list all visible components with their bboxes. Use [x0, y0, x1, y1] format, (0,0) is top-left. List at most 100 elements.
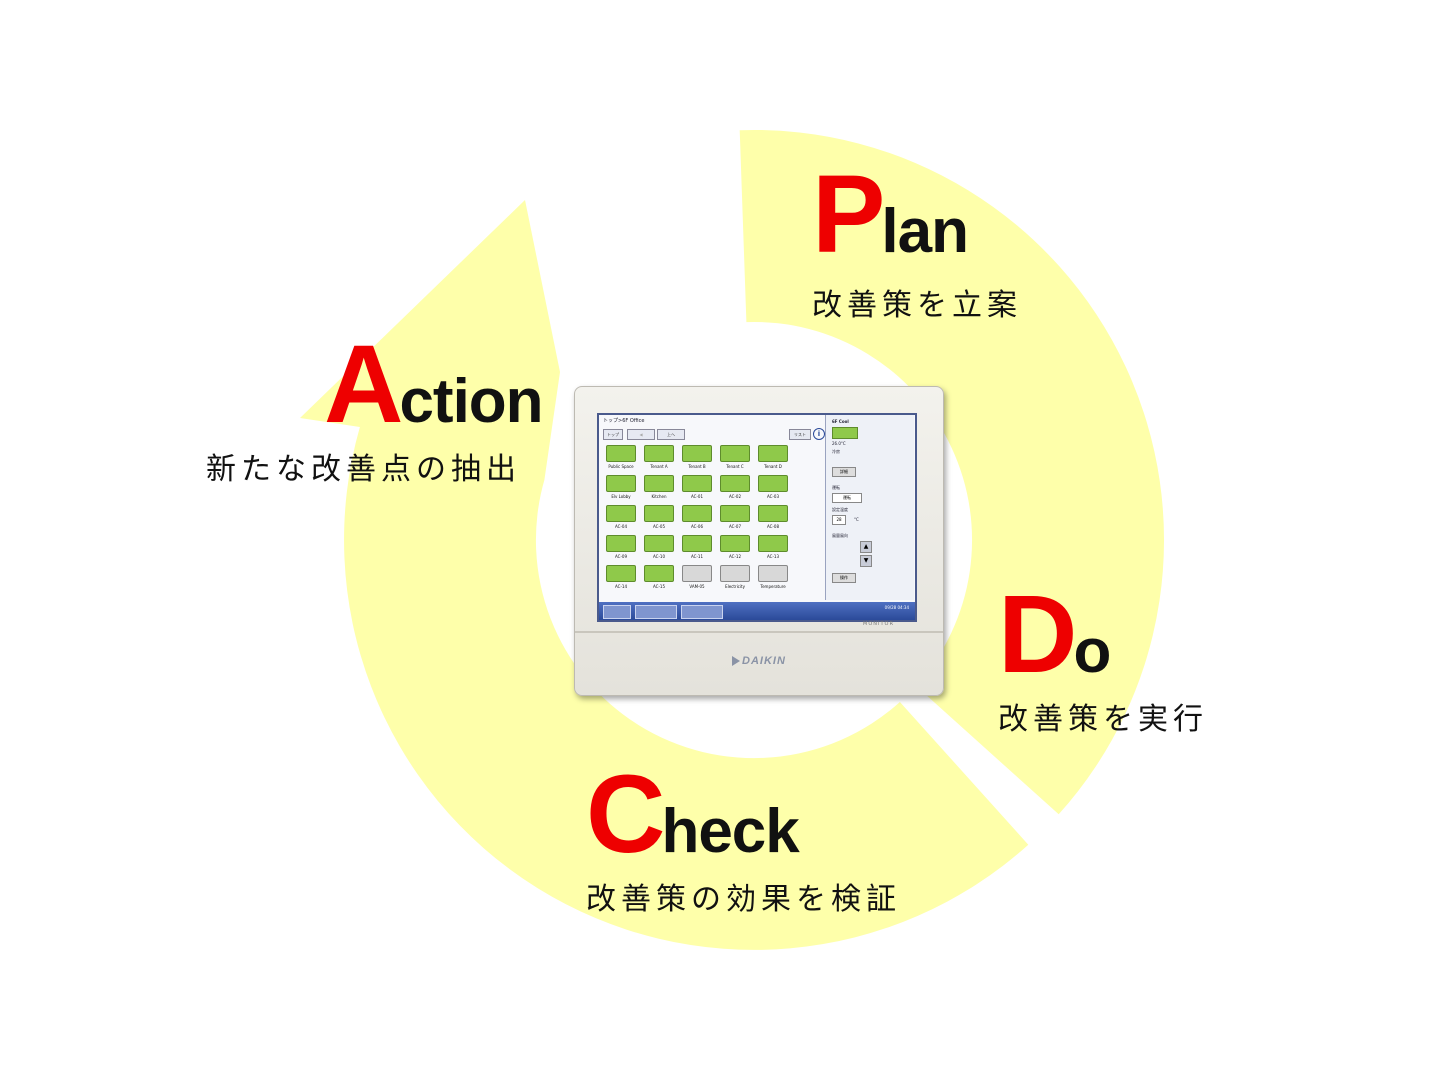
device-tile[interactable]: Temperature [757, 565, 789, 593]
back-button[interactable]: ◀ [627, 429, 655, 440]
device-tile-label: Kitchen [651, 494, 667, 499]
fan-up-button[interactable]: ▲ [860, 541, 872, 553]
device-tile[interactable]: AC-09 [605, 535, 637, 563]
device-tile-label: AC-13 [767, 554, 779, 559]
brand-logo: DAIKIN [575, 655, 943, 667]
unit-icon [682, 445, 712, 462]
stage-plan-word: lan [881, 197, 969, 266]
unit-icon [720, 475, 750, 492]
unit-icon [758, 535, 788, 552]
stage-plan-caption: 改善策を立案 [812, 288, 1022, 323]
device-tile-label: AC-10 [653, 554, 665, 559]
brand-name: DAIKIN [742, 655, 786, 667]
device-tile-label: AC-05 [653, 524, 665, 529]
device-tile-label: Electricity [725, 584, 745, 589]
device-tile[interactable]: AC-05 [643, 505, 675, 533]
bar-button-3[interactable] [681, 605, 723, 619]
device-tile[interactable]: Tenant A [643, 445, 675, 473]
unit-icon [644, 445, 674, 462]
setpoint-field[interactable]: 28 [832, 515, 846, 525]
list-button[interactable]: リスト [789, 429, 811, 440]
unit-icon [682, 505, 712, 522]
stage-plan-heading: Plan [812, 160, 1022, 270]
stage-check-letter: C [586, 753, 665, 876]
unit-icon [606, 505, 636, 522]
device-tile[interactable]: AC-08 [757, 505, 789, 533]
device-tile-label: Tenant B [688, 464, 706, 469]
device-tile[interactable]: AC-06 [681, 505, 713, 533]
up-button[interactable]: 上へ [657, 429, 685, 440]
ring-arrow-left [300, 200, 1029, 950]
device-tile[interactable]: AC-03 [757, 475, 789, 503]
stage-check-heading: Check [586, 760, 901, 870]
device-tile[interactable]: AC-14 [605, 565, 637, 593]
device-tile[interactable]: AC-02 [719, 475, 751, 503]
stage-do-letter: D [998, 573, 1077, 696]
device-tile[interactable]: AC-12 [719, 535, 751, 563]
device-tile[interactable]: AC-15 [643, 565, 675, 593]
unit-icon [682, 475, 712, 492]
bar-button-1[interactable] [603, 605, 631, 619]
device-tile[interactable]: AC-07 [719, 505, 751, 533]
unit-icon [644, 505, 674, 522]
device-tile[interactable]: AC-04 [605, 505, 637, 533]
stage-action-caption: 新たな改善点の抽出 [206, 452, 521, 487]
device-tile-label: AC-12 [729, 554, 741, 559]
screen-bottom-bar: 09/28 04:34 [599, 602, 915, 620]
fan-down-button[interactable]: ▼ [860, 555, 872, 567]
device-tile-label: Temperature [760, 584, 786, 589]
stage-action-heading: Action [206, 330, 544, 440]
unit-icon [758, 445, 788, 462]
stage-do-caption: 改善策を実行 [998, 702, 1208, 737]
device-tile-label: AC-02 [729, 494, 741, 499]
device-tile[interactable]: Tenant B [681, 445, 713, 473]
device-detail-panel: 6F Cool 26.0°C 冷房 詳細 運転 運転 設定温度 28 °C 風量… [825, 415, 914, 600]
detail-button[interactable]: 詳細 [832, 467, 856, 477]
info-icon[interactable]: i [813, 428, 825, 440]
device-tile[interactable]: Elv Lobby [605, 475, 637, 503]
panel-mode: 冷房 [832, 449, 840, 454]
top-button[interactable]: トップ [603, 429, 623, 440]
run-select[interactable]: 運転 [832, 493, 862, 503]
device-tile[interactable]: AC-11 [681, 535, 713, 563]
unit-icon [682, 565, 712, 582]
monitor-label: MONITOR [863, 621, 894, 627]
device-tile-label: AC-01 [691, 494, 703, 499]
device-tile-label: VAM-05 [689, 584, 705, 589]
device-tile-label: Tenant C [726, 464, 744, 469]
operate-button[interactable]: 操作 [832, 573, 856, 583]
device-tile-label: AC-14 [615, 584, 627, 589]
stage-do: Do 改善策を実行 [998, 580, 1208, 738]
unit-icon [758, 505, 788, 522]
unit-icon [644, 535, 674, 552]
stage-check-word: heck [661, 797, 799, 866]
unit-icon [606, 445, 636, 462]
device-tile-label: Tenant D [764, 464, 782, 469]
unit-icon [682, 535, 712, 552]
stage-do-word: o [1073, 617, 1111, 686]
brand-mark-icon [732, 656, 741, 667]
device-tile[interactable]: Electricity [719, 565, 751, 593]
panel-section-setpoint: 設定温度 [832, 507, 848, 512]
unit-icon [606, 565, 636, 582]
device-tile[interactable]: Tenant C [719, 445, 751, 473]
device-tile[interactable]: AC-10 [643, 535, 675, 563]
unit-icon [758, 565, 788, 582]
device-tile-label: AC-04 [615, 524, 627, 529]
device-tile[interactable]: Public Space [605, 445, 637, 473]
device-tile[interactable]: VAM-05 [681, 565, 713, 593]
device-tile[interactable]: AC-13 [757, 535, 789, 563]
ring-arc-right [739, 129, 1165, 815]
device-tile[interactable]: Tenant D [757, 445, 789, 473]
device-tile-label: Tenant A [650, 464, 668, 469]
device-tile[interactable]: Kitchen [643, 475, 675, 503]
device-tile[interactable]: AC-01 [681, 475, 713, 503]
stage-check: Check 改善策の効果を検証 [586, 760, 901, 918]
device-tile-label: AC-07 [729, 524, 741, 529]
stage-do-heading: Do [998, 580, 1208, 690]
unit-icon [720, 445, 750, 462]
bar-button-2[interactable] [635, 605, 677, 619]
stage-check-caption: 改善策の効果を検証 [586, 882, 901, 917]
unit-icon [606, 535, 636, 552]
